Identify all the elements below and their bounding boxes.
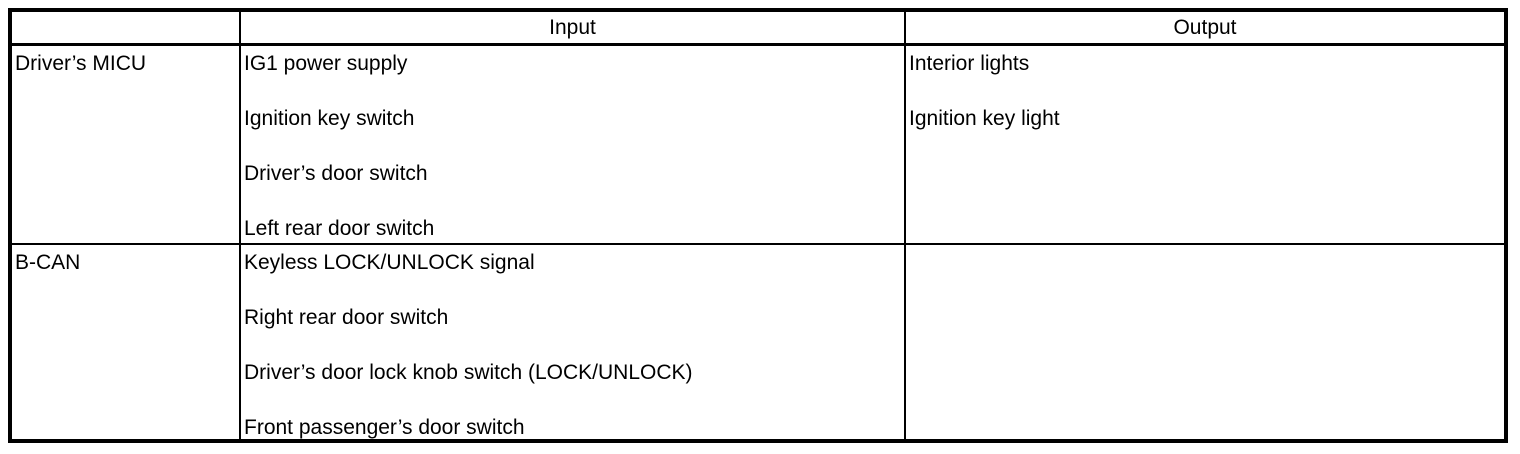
input-item: Ignition key switch <box>244 107 415 130</box>
output-item: Interior lights <box>909 52 1030 75</box>
input-output-table: Input Output Driver’s MICU IG1 power sup… <box>8 8 1508 443</box>
corner-header-cell <box>9 9 241 46</box>
input-item: Driver’s door switch <box>244 162 428 185</box>
input-column-header: Input <box>239 9 906 46</box>
inputs-cell: IG1 power supply Ignition key switch Dri… <box>239 43 906 245</box>
input-item: Right rear door switch <box>244 305 449 329</box>
source-cell: Driver’s MICU <box>9 43 241 245</box>
input-item: IG1 power supply <box>244 52 408 75</box>
outputs-cell: Interior lights Ignition key light <box>904 43 1507 245</box>
output-column-header: Output <box>904 9 1507 46</box>
table-header-row: Input Output <box>9 9 1507 46</box>
output-item: Ignition key light <box>909 107 1060 130</box>
table-row-drivers-micu: Driver’s MICU IG1 power supply Ignition … <box>9 43 1507 245</box>
input-item: Left rear door switch <box>244 217 435 240</box>
input-item: Driver’s door lock knob switch (LOCK/UNL… <box>244 360 693 384</box>
source-cell: B-CAN <box>9 242 241 442</box>
outputs-cell-empty <box>904 242 1507 442</box>
source-label: Driver’s MICU <box>15 52 147 75</box>
source-label: B-CAN <box>15 250 81 274</box>
inputs-cell: Keyless LOCK/UNLOCK signal Right rear do… <box>239 242 906 442</box>
table-row-b-can: B-CAN Keyless LOCK/UNLOCK signal Right r… <box>9 242 1507 442</box>
input-item: Keyless LOCK/UNLOCK signal <box>244 250 535 274</box>
input-item: Front passenger’s door switch <box>244 415 525 439</box>
